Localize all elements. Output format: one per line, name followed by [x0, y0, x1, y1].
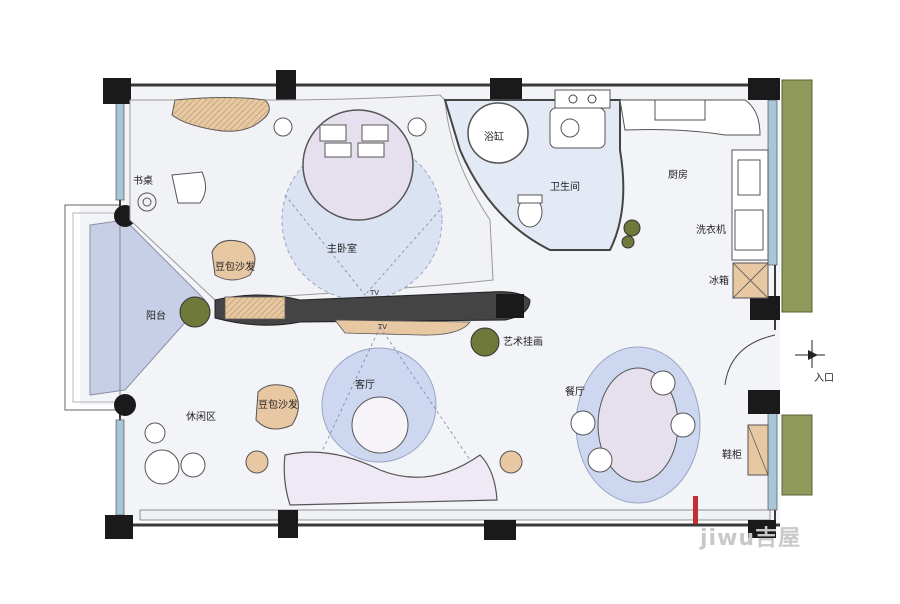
plant-kitchen-2 — [621, 235, 635, 249]
stove — [554, 89, 611, 109]
beanbag-bottom — [255, 384, 299, 430]
label-balcony: 阳台 — [146, 311, 166, 322]
sink — [737, 159, 761, 196]
label-master-bedroom: 主卧室 — [327, 244, 357, 255]
window-bottom — [139, 509, 771, 521]
partition-wall — [214, 291, 531, 326]
dining-chair-4 — [587, 447, 613, 473]
study-chair — [171, 171, 206, 204]
window-left-bottom — [115, 419, 125, 516]
sofa — [283, 451, 498, 506]
wash-basin — [549, 107, 606, 149]
balcony-rail-inner — [72, 212, 121, 403]
window-left-top — [115, 99, 125, 201]
floor-lamp-left — [245, 450, 269, 474]
column-mid — [496, 294, 524, 318]
label-tv-bottom: TV — [378, 323, 388, 331]
leisure-chair-1 — [144, 449, 180, 485]
floor-lamp-right — [499, 450, 523, 474]
watermark: jiwu吉屋 — [700, 526, 802, 551]
label-beanbag-bottom: 豆包沙发 — [258, 400, 298, 411]
entrance-arrow-head — [808, 350, 818, 360]
partition-storage-hatch — [225, 297, 285, 319]
tv-view-line-3 — [317, 326, 381, 461]
label-living-room: 客厅 — [355, 380, 375, 391]
columns — [103, 70, 780, 540]
pillow-2 — [361, 124, 389, 142]
study-lamp-inner — [142, 197, 152, 207]
study-desk-hatch — [172, 97, 270, 132]
toilet-tank — [517, 194, 543, 204]
bathtub — [467, 102, 529, 164]
basin-bowl — [560, 118, 580, 138]
washer-box — [734, 209, 764, 251]
study-lamp — [137, 192, 157, 212]
label-leisure: 休闲区 — [186, 412, 216, 423]
stove-burner-2 — [587, 94, 597, 104]
dining-chair-2 — [670, 412, 696, 438]
plant-kitchen — [623, 219, 641, 237]
label-beanbag-top: 豆包沙发 — [215, 262, 255, 273]
dining-chair-3 — [570, 410, 596, 436]
beanbag-top — [211, 240, 256, 281]
cooktop — [654, 99, 706, 121]
label-bathtub: 浴缸 — [484, 132, 504, 143]
label-entrance: 入口 — [814, 373, 834, 384]
label-washer: 洗衣机 — [696, 225, 726, 236]
tv-view-line-2 — [364, 209, 441, 296]
dining-chair-1 — [650, 370, 676, 396]
pillow-3 — [324, 142, 352, 158]
label-bathroom: 卫生间 — [550, 182, 580, 193]
label-shoe-cabinet: 鞋柜 — [722, 450, 742, 461]
leisure-table — [144, 422, 166, 444]
stove-burner-1 — [568, 94, 578, 104]
entrance-door[interactable] — [724, 334, 776, 386]
fridge-cross-2 — [732, 262, 769, 299]
tv-console — [334, 319, 471, 336]
watermark-bar — [693, 496, 698, 524]
tv-view-line-4 — [379, 326, 471, 461]
label-kitchen: 厨房 — [668, 170, 688, 181]
greenery-bottom — [781, 414, 813, 496]
pillow-1 — [319, 124, 347, 142]
plant-art — [470, 327, 500, 357]
label-dining: 餐厅 — [565, 387, 585, 398]
leisure-chair-2 — [180, 452, 206, 478]
pillow-4 — [357, 142, 385, 158]
label-tv-top: TV — [370, 289, 380, 297]
shoe-cabinet-cross — [747, 424, 769, 476]
plant-balcony — [179, 296, 211, 328]
greenery-top — [781, 79, 813, 313]
label-art-hanging: 艺术挂画 — [503, 337, 543, 348]
nightstand-left — [273, 117, 293, 137]
label-study: 书桌 — [133, 176, 153, 187]
label-fridge: 冰箱 — [709, 276, 729, 287]
window-right-top — [767, 99, 778, 266]
nightstand-right — [407, 117, 427, 137]
window-right-bottom — [767, 409, 778, 511]
coffee-table — [351, 396, 409, 454]
